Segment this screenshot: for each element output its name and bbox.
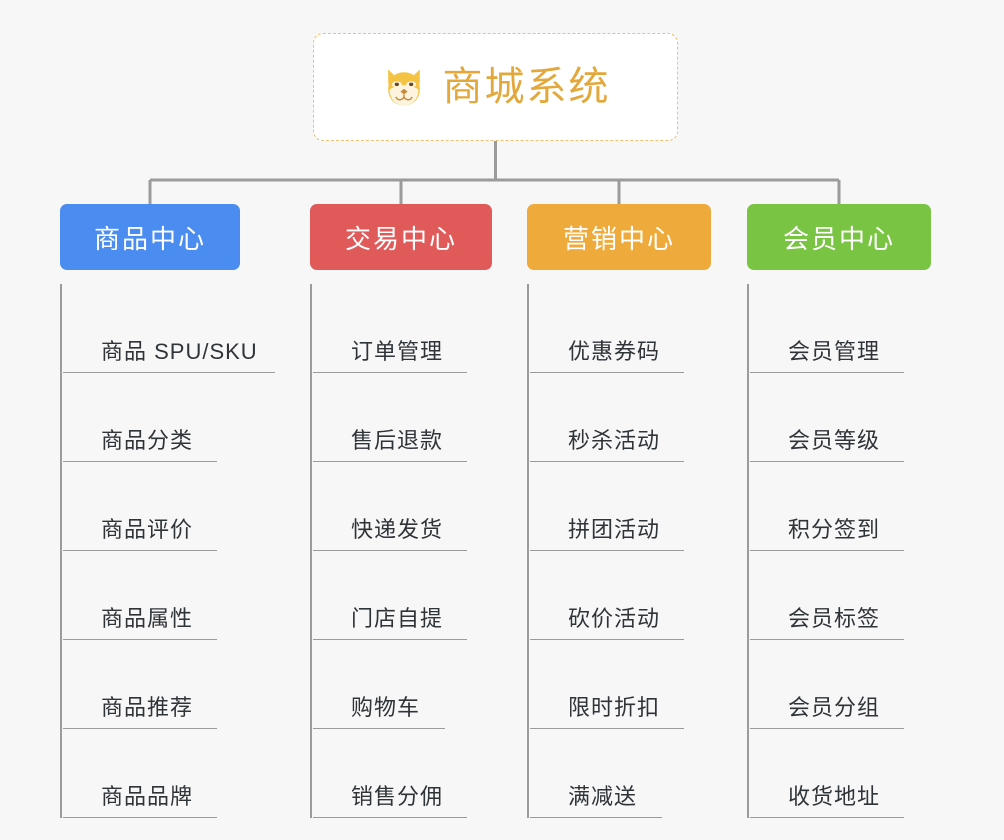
leaf-label: 商品品牌 bbox=[101, 784, 194, 809]
leaf-item[interactable]: 购物车 bbox=[313, 640, 445, 729]
leaf-item[interactable]: 拼团活动 bbox=[530, 462, 684, 551]
leaf-label: 门店自提 bbox=[351, 606, 444, 631]
leaf-label: 订单管理 bbox=[351, 339, 444, 364]
leaf-label: 商品推荐 bbox=[101, 695, 194, 720]
leaf-item[interactable]: 商品品牌 bbox=[63, 729, 217, 818]
leaf-label: 商品 SPU/SKU bbox=[101, 339, 258, 364]
leaf-label: 会员管理 bbox=[788, 339, 881, 364]
leaf-label: 会员标签 bbox=[788, 606, 881, 631]
leaf-label: 销售分佣 bbox=[351, 784, 444, 809]
leaf-item[interactable]: 商品推荐 bbox=[63, 640, 217, 729]
leaf-label: 快递发货 bbox=[351, 517, 444, 542]
leaf-item[interactable]: 订单管理 bbox=[313, 284, 467, 373]
leaf-item[interactable]: 优惠券码 bbox=[530, 284, 684, 373]
leaf-item[interactable]: 售后退款 bbox=[313, 373, 467, 462]
leaf-label: 购物车 bbox=[351, 695, 421, 720]
leaf-label: 收货地址 bbox=[788, 784, 881, 809]
leaf-label: 商品分类 bbox=[101, 428, 194, 453]
category-box-trade-center[interactable]: 交易中心 bbox=[310, 204, 492, 270]
leaf-label: 满减送 bbox=[568, 784, 638, 809]
leaf-item[interactable]: 砍价活动 bbox=[530, 551, 684, 640]
leaf-item[interactable]: 商品属性 bbox=[63, 551, 217, 640]
leaf-list-trade-center: 订单管理售后退款快递发货门店自提购物车销售分佣 bbox=[310, 284, 492, 818]
leaf-list-member-center: 会员管理会员等级积分签到会员标签会员分组收货地址 bbox=[747, 284, 931, 818]
root-node[interactable]: 商城系统 bbox=[313, 33, 678, 141]
leaf-item[interactable]: 快递发货 bbox=[313, 462, 467, 551]
leaf-item[interactable]: 商品 SPU/SKU bbox=[63, 284, 275, 373]
leaf-item[interactable]: 会员等级 bbox=[750, 373, 904, 462]
leaf-item[interactable]: 会员管理 bbox=[750, 284, 904, 373]
leaf-list-marketing-center: 优惠券码秒杀活动拼团活动砍价活动限时折扣满减送 bbox=[527, 284, 711, 818]
leaf-label: 会员分组 bbox=[788, 695, 881, 720]
root-title: 商城系统 bbox=[442, 65, 611, 109]
leaf-label: 拼团活动 bbox=[568, 517, 661, 542]
leaf-list-product-center: 商品 SPU/SKU 商品分类商品评价商品属性商品推荐商品品牌 bbox=[60, 284, 275, 818]
leaf-item[interactable]: 收货地址 bbox=[750, 729, 904, 818]
leaf-label: 砍价活动 bbox=[568, 606, 661, 631]
leaf-label: 秒杀活动 bbox=[568, 428, 661, 453]
leaf-item[interactable]: 秒杀活动 bbox=[530, 373, 684, 462]
column-trade-center: 交易中心订单管理售后退款快递发货门店自提购物车销售分佣 bbox=[310, 204, 492, 818]
category-box-product-center[interactable]: 商品中心 bbox=[60, 204, 240, 270]
column-product-center: 商品中心商品 SPU/SKU 商品分类商品评价商品属性商品推荐商品品牌 bbox=[60, 204, 275, 818]
leaf-item[interactable]: 会员标签 bbox=[750, 551, 904, 640]
leaf-label: 积分签到 bbox=[788, 517, 881, 542]
leaf-label: 售后退款 bbox=[351, 428, 444, 453]
leaf-item[interactable]: 商品评价 bbox=[63, 462, 217, 551]
leaf-item[interactable]: 限时折扣 bbox=[530, 640, 684, 729]
column-member-center: 会员中心会员管理会员等级积分签到会员标签会员分组收货地址 bbox=[747, 204, 931, 818]
leaf-item[interactable]: 会员分组 bbox=[750, 640, 904, 729]
leaf-label: 商品属性 bbox=[101, 606, 194, 631]
category-box-marketing-center[interactable]: 营销中心 bbox=[527, 204, 711, 270]
leaf-label: 优惠券码 bbox=[568, 339, 661, 364]
leaf-item[interactable]: 门店自提 bbox=[313, 551, 467, 640]
column-marketing-center: 营销中心优惠券码秒杀活动拼团活动砍价活动限时折扣满减送 bbox=[527, 204, 711, 818]
leaf-item[interactable]: 商品分类 bbox=[63, 373, 217, 462]
leaf-item[interactable]: 销售分佣 bbox=[313, 729, 467, 818]
leaf-label: 商品评价 bbox=[101, 517, 194, 542]
category-box-member-center[interactable]: 会员中心 bbox=[747, 204, 931, 270]
leaf-item[interactable]: 满减送 bbox=[530, 729, 662, 818]
leaf-item[interactable]: 积分签到 bbox=[750, 462, 904, 551]
leaf-label: 限时折扣 bbox=[568, 695, 661, 720]
leaf-label: 会员等级 bbox=[788, 428, 881, 453]
dog-face-emoji bbox=[387, 69, 420, 106]
